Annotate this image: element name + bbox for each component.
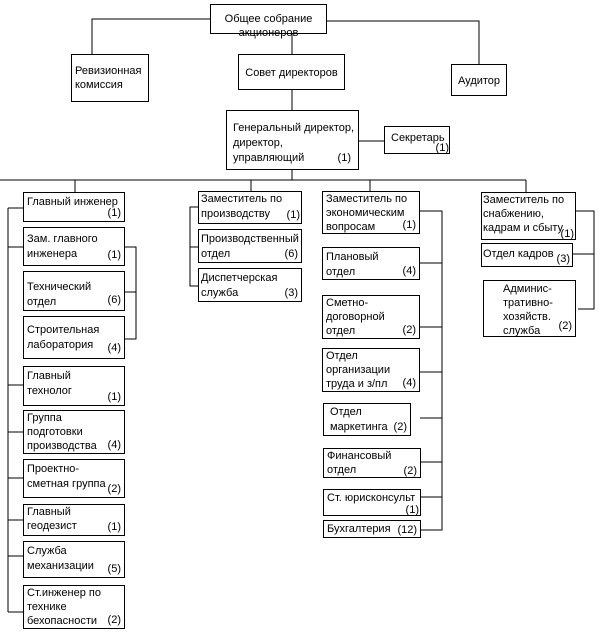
unit-box: Зам. главного инженера (1) <box>23 227 125 266</box>
staff-count: (4) <box>402 265 416 277</box>
staff-count: (3) <box>556 253 570 265</box>
unit-box: Ст.инженер по технике бехопасности (2) <box>23 585 125 629</box>
unit-box: Финансовый отдел (2) <box>323 448 421 478</box>
staff-count: (2) <box>107 614 121 626</box>
box-label: Главный инженер <box>27 196 118 208</box>
box-label: Генеральный директор, директор, управляю… <box>233 122 355 164</box>
staff-count: (1) <box>560 228 574 240</box>
board-box: Совет директоров <box>238 54 345 90</box>
staff-count: (6) <box>107 294 121 306</box>
unit-box: Админис- тративно- хозяйств. служба (2) <box>483 280 576 337</box>
box-label: Ст.инженер по технике бехопасности <box>27 587 101 627</box>
staff-count: (2) <box>558 320 572 332</box>
unit-box: Служба механизации (5) <box>23 541 125 578</box>
box-label: Служба механизации <box>27 545 94 572</box>
spine-economics <box>420 210 443 531</box>
unit-box: Плановый отдел (4) <box>322 247 420 280</box>
staff-count: (1) <box>337 152 351 164</box>
box-label: Финансовый отдел <box>327 450 392 476</box>
box-label: Заместитель по производству <box>201 193 283 220</box>
unit-box: Отдел организации труда и з/пл (4) <box>322 348 420 392</box>
unit-box: Производственный отдел (6) <box>198 229 302 263</box>
audit-commission-box: Ревизионная комиссия <box>71 54 149 102</box>
unit-box: Технический отдел (6) <box>23 271 125 311</box>
staff-count: (5) <box>107 563 121 575</box>
staff-count: (1) <box>405 504 419 516</box>
unit-box: Главный инженер (1) <box>23 192 125 222</box>
box-label: Производственный отдел <box>201 233 299 260</box>
unit-box: Диспетчерская служба (3) <box>198 268 302 302</box>
line-shareholders-audit <box>91 18 210 54</box>
unit-box: Отдел маркетинга (2) <box>323 403 411 436</box>
unit-box: Главный технолог (1) <box>23 366 125 406</box>
box-label: Сметно- договорной отдел <box>326 297 385 337</box>
box-label: Бухгалтерия <box>327 523 391 535</box>
box-label: Отдел маркетинга <box>330 406 388 433</box>
box-label: Ст. юрисконсульт <box>327 492 416 504</box>
staff-count: (3) <box>284 287 298 299</box>
staff-count: (1) <box>402 219 416 231</box>
box-label: Строительная лаборатория <box>27 324 100 351</box>
secretary-box: Секретарь (1) <box>384 126 450 154</box>
spine-supply <box>576 210 595 310</box>
staff-count: (12) <box>397 524 417 536</box>
unit-box: Ст. юрисконсульт (1) <box>323 489 421 516</box>
box-label: Главный технолог <box>27 370 72 397</box>
box-label: Отдел кадров <box>483 248 554 260</box>
staff-count: (1) <box>107 391 121 403</box>
staff-count: (1) <box>107 521 121 533</box>
box-label: Совет директоров <box>245 67 338 79</box>
staff-count: (1) <box>107 207 121 219</box>
staff-count: (4) <box>107 342 121 354</box>
unit-box: Отдел кадров (3) <box>481 243 573 267</box>
box-label: Секретарь <box>391 132 445 144</box>
shareholders-box: Общее собрание акционеров <box>210 4 327 39</box>
box-label: Отдел организации труда и з/пл <box>326 350 391 390</box>
staff-count: (4) <box>107 439 121 451</box>
line-shareholders-auditor <box>326 20 480 64</box>
box-label: Группа подготовки производства <box>27 412 97 452</box>
box-label: Заместитель по экономическим вопросам <box>326 193 408 233</box>
box-label: Аудитор <box>457 75 501 87</box>
staff-count: (1) <box>286 209 300 221</box>
unit-box: Заместитель по снабжению, кадрам и сбыту… <box>481 192 576 240</box>
box-label: Общее собрание акционеров <box>224 13 313 39</box>
box-label: Плановый отдел <box>326 251 379 278</box>
box-label: Диспетчерская служба <box>201 272 278 299</box>
staff-count: (2) <box>107 483 121 495</box>
box-label: Технический отдел <box>27 281 92 308</box>
box-label: Зам. главного инженера <box>27 233 98 260</box>
staff-count: (2) <box>393 421 407 433</box>
staff-count: (2) <box>403 465 417 477</box>
staff-count: (6) <box>284 248 298 260</box>
unit-box: Заместитель по экономическим вопросам (1… <box>322 191 420 234</box>
auditor-box: Аудитор <box>451 64 507 96</box>
staff-count: (2) <box>402 324 416 336</box>
box-label: Ревизионная комиссия <box>75 65 142 91</box>
unit-box: Строительная лаборатория (4) <box>23 316 125 359</box>
unit-box: Группа подготовки производства (4) <box>23 410 125 454</box>
unit-box: Проектно- сметная группа (2) <box>23 459 125 498</box>
staff-count: (4) <box>402 377 416 389</box>
box-label: Проектно- сметная группа <box>27 463 106 490</box>
bracket-deputy-engineer <box>125 246 137 340</box>
staff-count: (1) <box>435 142 449 154</box>
staff-count: (1) <box>107 249 121 261</box>
unit-box: Заместитель по производству (1) <box>198 191 302 224</box>
ceo-box: Генеральный директор, директор, управляю… <box>226 110 359 170</box>
unit-box: Главный геодезист (1) <box>23 504 125 536</box>
unit-box: Сметно- договорной отдел (2) <box>322 295 420 339</box>
box-label: Главный геодезист <box>27 506 77 532</box>
box-label: Заместитель по снабжению, кадрам и сбыту <box>483 194 565 234</box>
box-label: Админис- тративно- хозяйств. служба <box>503 283 553 337</box>
unit-box: Бухгалтерия (12) <box>323 520 421 538</box>
